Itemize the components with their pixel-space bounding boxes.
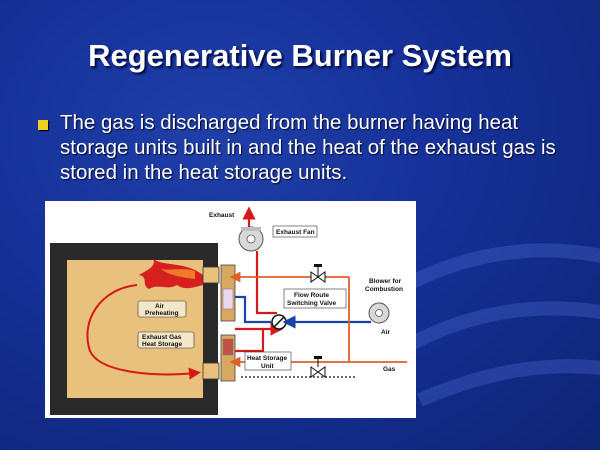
air-preheating-label-box: [137, 300, 187, 318]
blower-label-line1: Blower for: [369, 278, 402, 285]
exhaust-duct: [255, 251, 277, 315]
exhaust-fan-label-box: [272, 225, 318, 238]
valve-label-line1: Flow Route: [294, 292, 329, 299]
air-label: Air: [381, 329, 391, 336]
gas-label: Gas: [383, 366, 396, 373]
valve-label-box: [283, 288, 347, 309]
exhaust-fan-housing: [241, 227, 261, 231]
bullet-marker: [38, 120, 48, 130]
circulation-arrow: [86, 284, 201, 380]
exhaust-label: Exhaust: [209, 212, 235, 219]
blower-label-line2: Combustion: [365, 286, 403, 293]
diagram-svg: Exhaust Exhaust Fan Blower for Combustio…: [50, 206, 407, 415]
air-to-storage: [235, 295, 271, 324]
air-preheating-label-line1: Air: [155, 303, 165, 310]
air-preheating-label-line2: Preheating: [145, 310, 179, 317]
slide-title: Regenerative Burner System: [88, 38, 512, 73]
upper-gas-valve-icon: [310, 264, 326, 283]
exhaust-fan-hub: [246, 234, 256, 244]
valve-label-line2: Switching Valve: [287, 300, 337, 307]
exhaust-fan-label: Exhaust Fan: [276, 229, 315, 236]
regenerative-burner-diagram: Exhaust Exhaust Fan Blower for Combustio…: [45, 201, 416, 418]
lower-storage-media: [222, 338, 234, 356]
heat-storage-label-line2: Unit: [261, 363, 274, 370]
lower-exhaust-loop: [235, 329, 265, 353]
lower-burner-port: [202, 362, 220, 380]
flame-core: [161, 269, 195, 279]
heat-storage-label-box: [244, 351, 292, 371]
exhaust-storage-label-line2: Heat Storage: [142, 341, 182, 348]
exhaust-storage-label-box: [137, 331, 195, 349]
heat-storage-label-line1: Heat Storage: [247, 355, 287, 362]
lower-gas-valve-icon: [310, 356, 326, 378]
upper-burner-port: [202, 266, 220, 284]
blower-hub: [375, 309, 383, 317]
upper-storage-media: [222, 288, 234, 310]
bullet-text: The gas is discharged from the burner ha…: [60, 111, 556, 184]
exhaust-storage-label-line1: Exhaust Gas: [142, 334, 182, 341]
